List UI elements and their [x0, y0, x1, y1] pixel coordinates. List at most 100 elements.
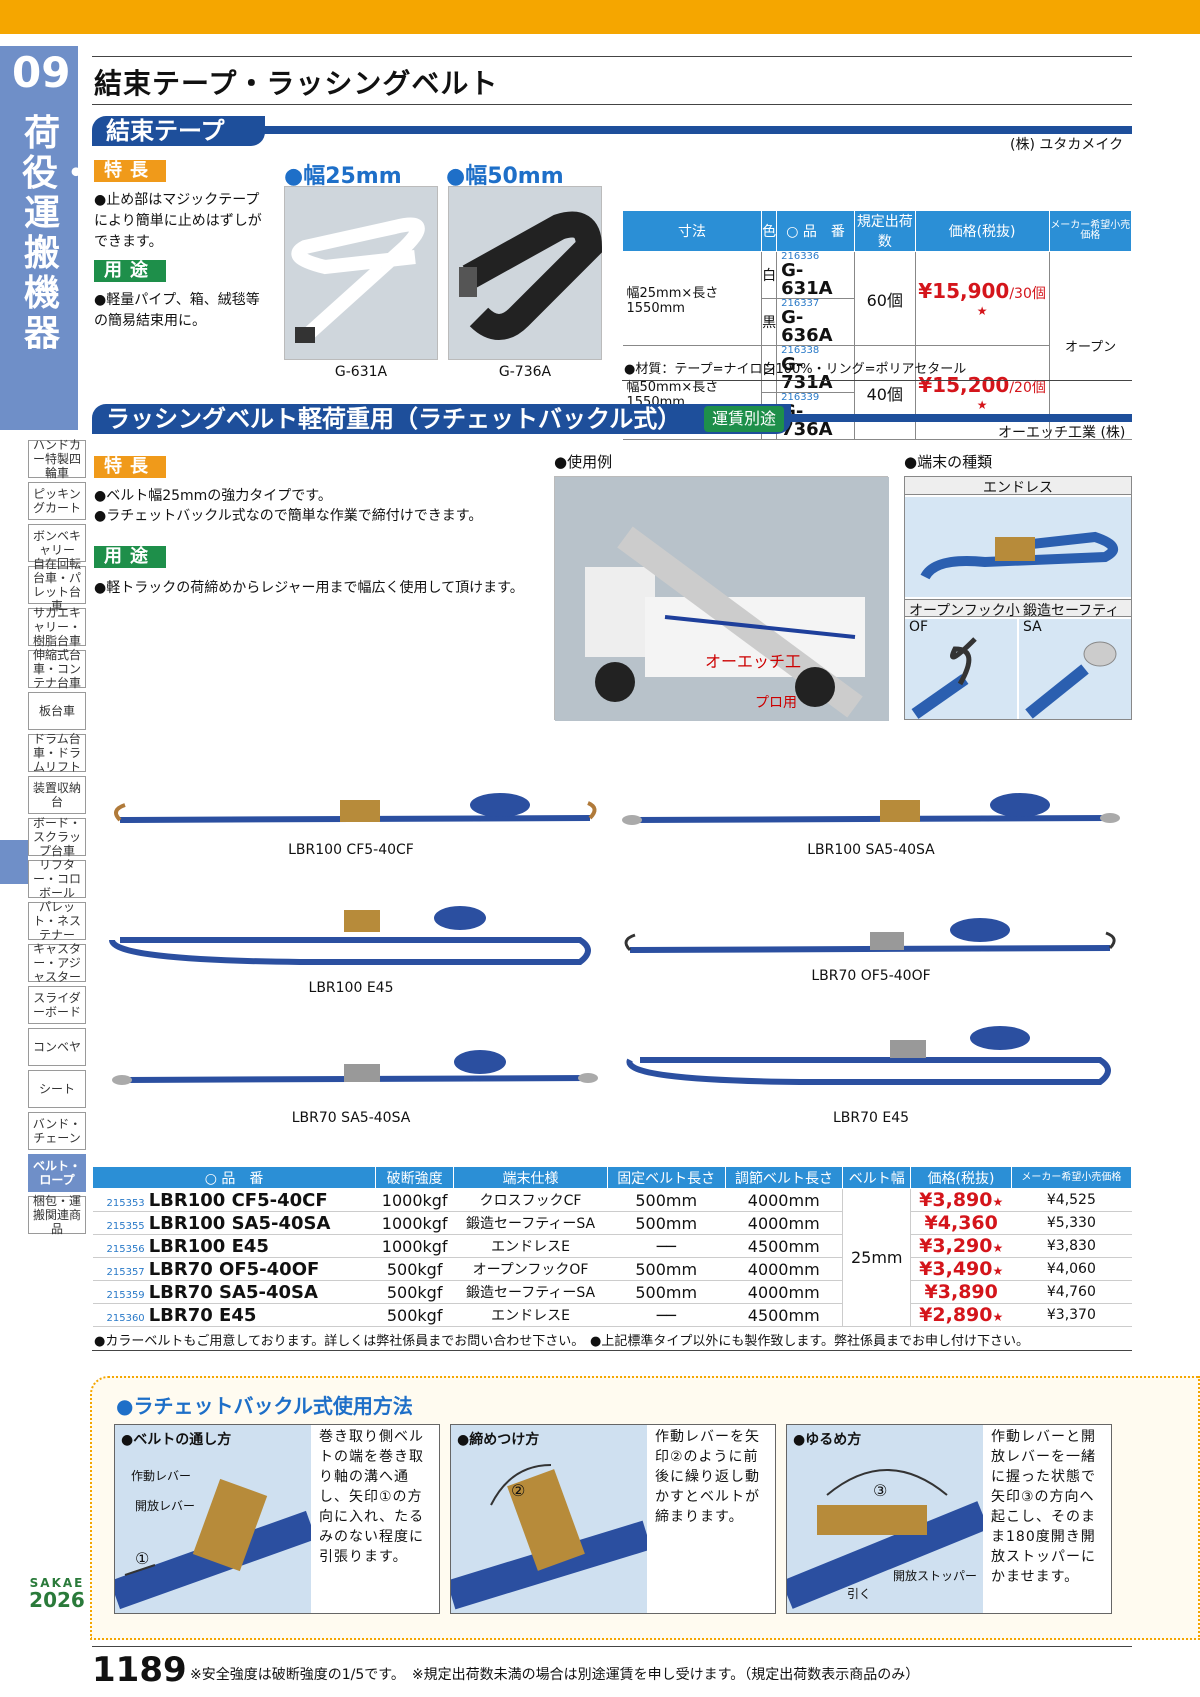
- belt-price: ¥2,890: [919, 1304, 993, 1326]
- side-tab-17[interactable]: ベルト・ロープ: [28, 1154, 86, 1192]
- belt-part-number: LBR100 SA5-40SA: [148, 1212, 331, 1234]
- belt-header-6: 価格(税抜): [910, 1166, 1012, 1189]
- belt-header-2: 端末仕様: [453, 1166, 608, 1189]
- section1-maker: (株) ユタカメイク: [1010, 137, 1124, 153]
- black-tape-drawing: [459, 211, 603, 340]
- tape-header-4: 価格(税抜): [914, 210, 1050, 252]
- end-openhook-code: OF: [909, 619, 929, 635]
- belt-retail: ¥5,330: [1011, 1211, 1132, 1235]
- truck-drawing: オーエッチ工 プロ用: [555, 477, 889, 721]
- title-rule-top: [92, 56, 1132, 57]
- side-tab-1[interactable]: ピッキングカート: [28, 482, 86, 520]
- tape-header-1: 色: [761, 210, 778, 252]
- section2-feature-line1: ●ベルト幅25mmの強力タイプです。: [94, 488, 332, 504]
- tape-part-number: G-731A: [781, 354, 833, 393]
- side-tab-15[interactable]: シート: [28, 1070, 86, 1108]
- tape-header-3: 規定出荷数: [854, 210, 916, 252]
- page-number: 1189: [92, 1650, 187, 1690]
- tape-price-per: /30個: [1009, 285, 1046, 302]
- section1-use-badge: 用途: [94, 260, 166, 282]
- photo-white-tape: [284, 186, 438, 360]
- belt-adjust: 4500mm: [725, 1234, 843, 1258]
- step3-label-num: ③: [873, 1481, 888, 1500]
- tape-price: ¥15,900: [918, 278, 1010, 303]
- side-tab-4[interactable]: サカエキャリー・樹脂台車: [28, 606, 86, 648]
- step1-illustration: [109, 1425, 317, 1613]
- step1-label-lever: 作動レバー: [131, 1469, 192, 1483]
- caption-g736a: G-736A: [498, 364, 552, 380]
- belt-price-cell: ¥4,360: [910, 1211, 1012, 1235]
- hook-drawings: [905, 619, 1131, 719]
- belt-fixed: 500mm: [607, 1280, 726, 1304]
- belt-retail: ¥4,060: [1011, 1257, 1132, 1281]
- side-tab-9[interactable]: ボード・スクラップ台車: [28, 816, 86, 858]
- side-tab-0[interactable]: ハンドカー特製四輪車: [28, 438, 86, 480]
- white-tape-drawing: [291, 217, 425, 343]
- side-tab-11[interactable]: パレット・ネステナー: [28, 900, 86, 942]
- side-tab-12[interactable]: キャスター・アジャスター: [28, 942, 86, 984]
- truck-text-2: プロ用: [755, 695, 797, 711]
- belt-end: オープンフックOF: [453, 1257, 608, 1281]
- tape-spec-table: 寸法色○ 品 番規定出荷数価格(税抜)メーカー希望小売価格 幅25mm×長さ15…: [621, 210, 1133, 440]
- belt-adjust: 4500mm: [725, 1303, 843, 1327]
- section1-line: [232, 126, 1132, 134]
- belt-price-cell: ¥2,890★: [910, 1303, 1012, 1327]
- tape-color: 白: [761, 345, 778, 393]
- side-tab-18[interactable]: 梱包・運搬関連商品: [28, 1194, 86, 1236]
- tape-table-header: 寸法色○ 品 番規定出荷数価格(税抜)メーカー希望小売価格: [621, 210, 1133, 252]
- step-loosening: ●ゆるめ方 ③ 開放ストッパー 引く 作動レバーと開放レバーを一緒に握った状態で…: [781, 1424, 1112, 1614]
- side-tab-3[interactable]: 自在回転台車・パレット台車: [28, 557, 86, 613]
- belt-lbr100-cf: [114, 793, 597, 823]
- side-tab-14[interactable]: コンベヤ: [28, 1028, 86, 1066]
- chapter-title: 荷役・運搬機器: [22, 113, 95, 354]
- section2-line: [592, 414, 1132, 422]
- end-types-row: オープンフック小 鍛造セーフティー: [905, 599, 1131, 639]
- belt-end: クロスフックCF: [453, 1188, 608, 1212]
- end-endless-name: エンドレス: [905, 477, 1131, 496]
- tape-color: 白: [761, 251, 778, 299]
- page-title: 結束テープ・ラッシングベルト: [94, 67, 499, 100]
- tape-header-2: ○ 品 番: [776, 210, 856, 252]
- belt-price-cell: ¥3,290★: [910, 1234, 1012, 1258]
- belt-strength: 500kgf: [375, 1257, 454, 1281]
- tape-code: 216339: [781, 392, 820, 403]
- side-tab-10[interactable]: リフター・コロボール: [28, 858, 86, 900]
- belt-header-1: 破断強度: [375, 1166, 455, 1189]
- belt-price: ¥4,360: [924, 1212, 998, 1234]
- belt-caption-1: LBR100 CF5-40CF: [288, 842, 414, 858]
- belt-price: ¥3,890: [919, 1189, 993, 1211]
- tape-code: 216338: [781, 345, 820, 356]
- belt-strength: 1000kgf: [375, 1211, 454, 1235]
- belt-part-number: LBR70 SA5-40SA: [148, 1281, 318, 1303]
- step1-label-release: 開放レバー: [135, 1499, 196, 1513]
- side-tab-8[interactable]: 装置収納台: [28, 776, 86, 814]
- side-tab-7[interactable]: ドラム台車・ドラムリフト: [28, 732, 86, 774]
- side-tab-5[interactable]: 伸縮式台車・コンテナ台車: [28, 648, 86, 690]
- side-tab-6[interactable]: 板台車: [28, 692, 86, 730]
- side-tab-2[interactable]: ボンベキャリー: [28, 524, 86, 562]
- side-tab-13[interactable]: スライダーボード: [28, 986, 86, 1024]
- step3-illustration: [781, 1425, 989, 1613]
- side-tab-16[interactable]: バンド・チェーン: [28, 1112, 86, 1150]
- truck-text: オーエッチ工: [705, 652, 801, 671]
- belt-header-7: メーカー希望小売価格: [1010, 1166, 1133, 1189]
- chapter-number: 09: [12, 48, 71, 97]
- step3-drawing: [781, 1469, 989, 1609]
- step1-drawing: [109, 1478, 317, 1610]
- belt-retail: ¥3,370: [1011, 1303, 1132, 1327]
- belt-strength: 1000kgf: [375, 1188, 454, 1212]
- belt-caption-2: LBR100 SA5-40SA: [807, 842, 935, 858]
- belt-price-cell: ¥3,490★: [910, 1257, 1012, 1281]
- belt-lbr70-of: [624, 918, 1116, 953]
- belt-lbr70-e: [626, 1026, 1111, 1085]
- section2-bar: ラッシングベルト軽荷重用（ラチェットバックル式） 運賃別途: [92, 404, 1132, 434]
- caption-g631a: G-631A: [334, 364, 388, 380]
- title-rule-bottom: [92, 104, 1132, 105]
- step2-heading: ●締めつけ方: [457, 1432, 540, 1448]
